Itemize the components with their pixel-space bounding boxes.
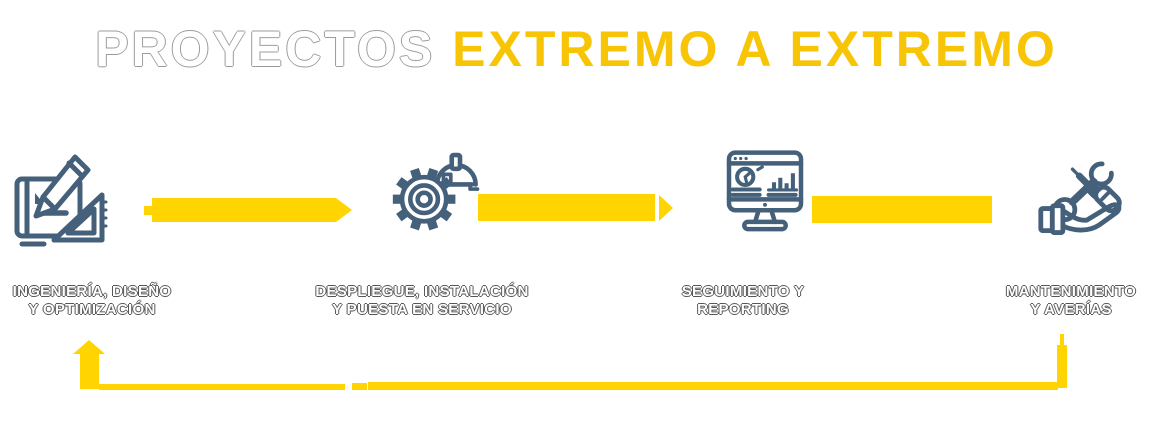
flow-arrow-1-tail xyxy=(144,206,158,215)
flow-arrow-2 xyxy=(478,194,655,221)
blueprint-pencil-ruler-icon xyxy=(8,146,108,254)
page-title: PROYECTOS EXTREMO A EXTREMO xyxy=(0,20,1153,78)
step-label-line: SEGUIMIENTO Y xyxy=(681,283,805,300)
step-label-ingenieria: INGENIERÍA, DISEÑO Y OPTIMIZACIÓN xyxy=(0,283,184,318)
monitor-reporting-icon xyxy=(720,145,810,243)
step-label-line: MANTENIMIENTO xyxy=(1005,283,1137,300)
feedback-right-vertical xyxy=(1057,345,1067,388)
flow-arrow-2-head xyxy=(659,195,673,221)
feedback-right-vertical-tip xyxy=(1060,334,1064,347)
feedback-left-vertical xyxy=(80,352,99,389)
step-label-mantenimiento: MANTENIMIENTO Y AVERÍAS xyxy=(979,283,1153,318)
step-label-line: DESPLIEGUE, INSTALACIÓN xyxy=(315,283,529,300)
step-label-line: INGENIERÍA, DISEÑO xyxy=(12,283,172,300)
feedback-bottom-line-right xyxy=(368,382,1058,390)
step-label-seguimiento: SEGUIMIENTO Y REPORTING xyxy=(651,283,835,318)
title-yellow-part: EXTREMO A EXTREMO xyxy=(452,21,1058,77)
step-label-line: Y PUESTA EN SERVICIO xyxy=(332,300,512,318)
step-label-line: REPORTING xyxy=(697,300,789,318)
feedback-arrow-up-icon xyxy=(73,340,105,354)
feedback-bottom-line-left xyxy=(99,384,345,390)
step-label-despliegue: DESPLIEGUE, INSTALACIÓN Y PUESTA EN SERV… xyxy=(310,283,534,318)
step-label-line: Y OPTIMIZACIÓN xyxy=(28,300,156,318)
flow-arrow-3 xyxy=(812,196,992,223)
flow-arrow-1 xyxy=(152,198,352,222)
feedback-bottom-line-dash xyxy=(352,383,367,390)
gear-hardhat-icon xyxy=(391,141,483,239)
hand-tools-icon xyxy=(1036,148,1132,248)
step-label-line: Y AVERÍAS xyxy=(1030,300,1112,318)
title-white-part: PROYECTOS xyxy=(95,21,453,77)
